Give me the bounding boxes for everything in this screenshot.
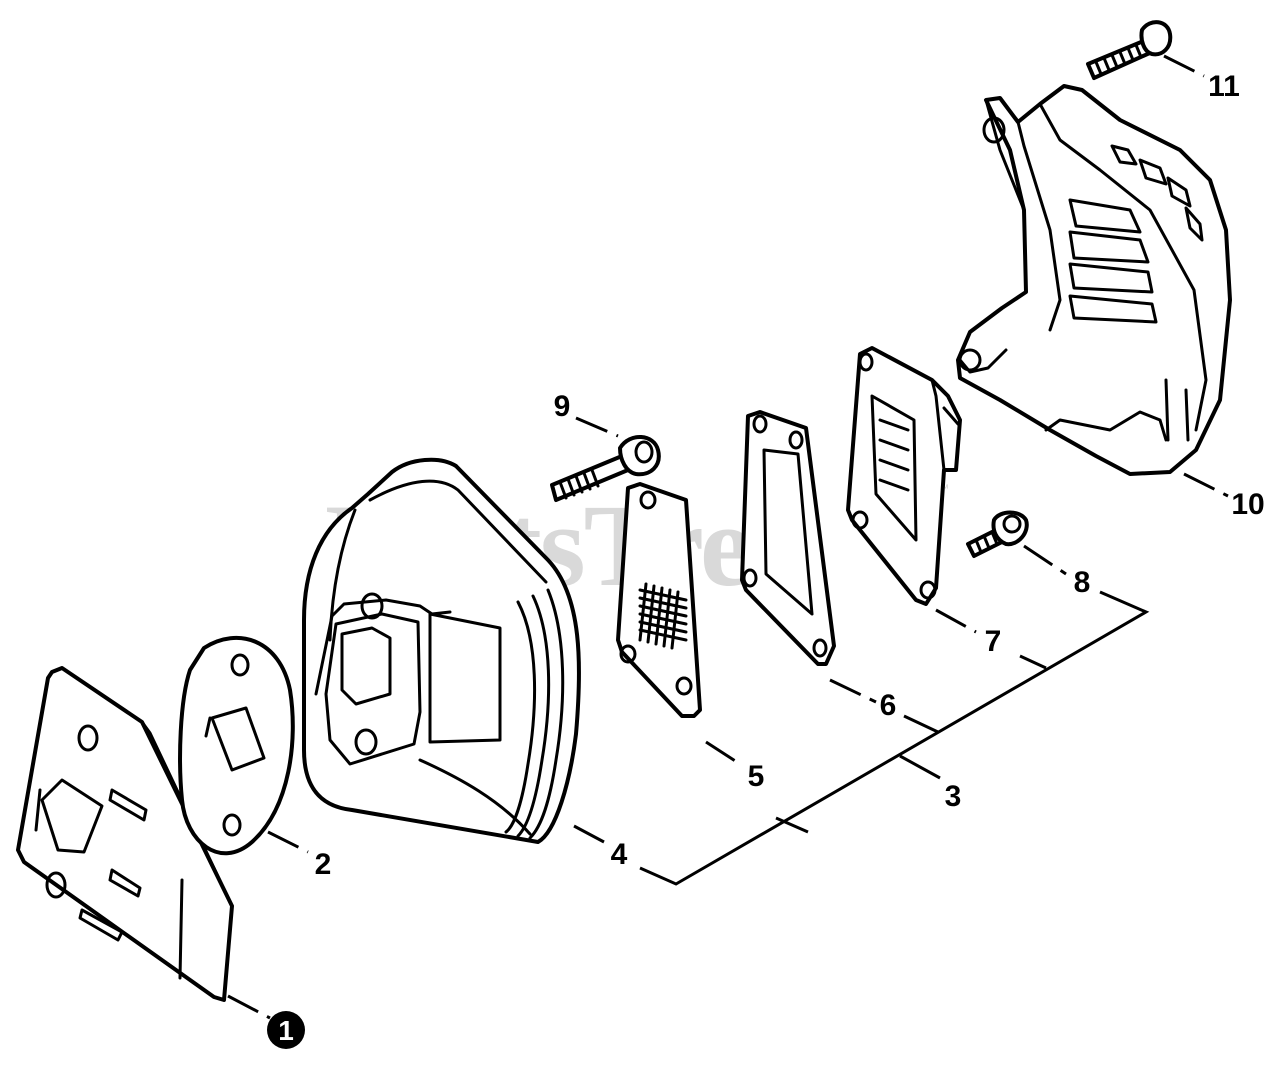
- callout-6: 6: [880, 689, 897, 722]
- callout-11: 11: [1208, 70, 1240, 103]
- part-10-cover[interactable]: [956, 84, 1232, 476]
- leader-7: [935, 608, 977, 634]
- leader-9: [575, 416, 619, 438]
- leader-10: [1183, 472, 1229, 498]
- callout-8: 8: [1074, 566, 1091, 599]
- leader-11: [1163, 54, 1205, 78]
- callout-9: 9: [554, 390, 571, 423]
- part-4-muffler[interactable]: [302, 457, 582, 844]
- part-2-gasket[interactable]: [178, 636, 295, 856]
- leader-1: [227, 994, 271, 1020]
- callout-1-badge: [267, 1011, 305, 1049]
- part-11-bolt[interactable]: [1086, 20, 1173, 80]
- part-1-heat-plate[interactable]: [16, 666, 234, 1002]
- callout-2: 2: [315, 848, 332, 881]
- callout-7: 7: [985, 625, 1002, 658]
- callout-1: 1: [278, 1015, 294, 1046]
- assembly-bracket-3: [639, 590, 1150, 886]
- leader-4: [573, 824, 605, 844]
- callout-10: 10: [1231, 488, 1264, 521]
- part-7-cap[interactable]: [846, 346, 962, 606]
- leader-2: [267, 830, 309, 854]
- callout-3: 3: [945, 780, 962, 813]
- leader-6: [829, 678, 877, 704]
- leader-5: [705, 740, 741, 766]
- part-9-bolt[interactable]: [550, 435, 661, 502]
- part-5-screen[interactable]: [616, 482, 702, 718]
- part-8-screw[interactable]: [966, 510, 1029, 558]
- callout-5: 5: [748, 760, 765, 793]
- leader-8: [1023, 544, 1067, 576]
- callout-4: 4: [611, 838, 628, 871]
- part-6-gasket[interactable]: [740, 410, 836, 666]
